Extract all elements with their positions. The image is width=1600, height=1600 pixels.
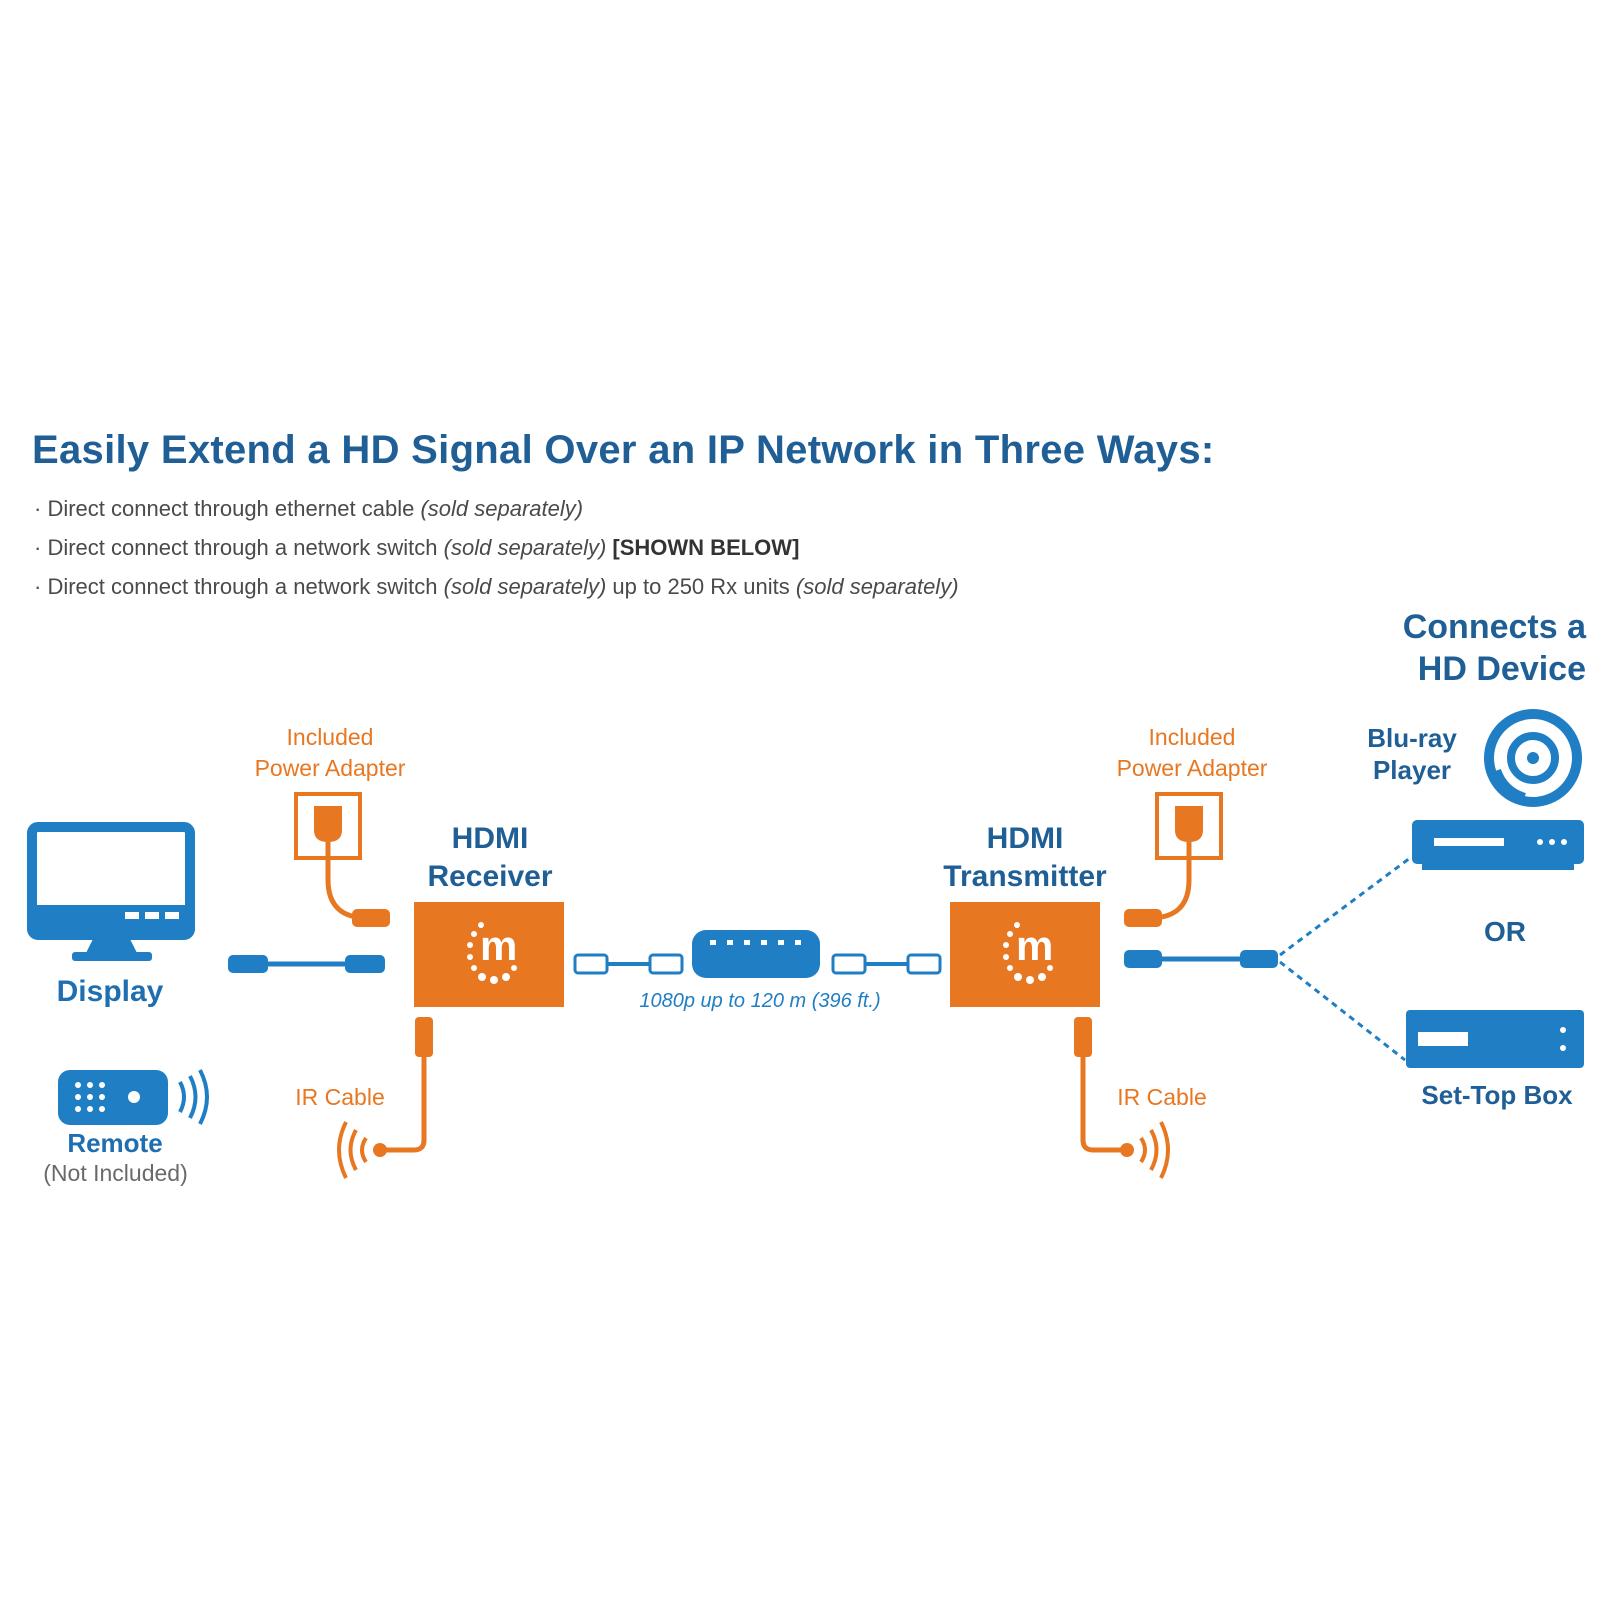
label-line: HDMI [986,822,1064,855]
ir-cable-label-left: IR Cable [295,1084,385,1110]
bullet-note: (sold separately) [420,496,584,521]
manhattan-logo-icon [467,922,517,984]
ethernet-cable-right [831,953,942,975]
distance-label: 1080p up to 120 m (396 ft.) [639,990,881,1012]
remote-label: Remote [67,1128,163,1158]
label-line: HDMI [451,822,529,855]
bluray-player-icon [1412,820,1584,870]
hdmi-receiver-device [414,902,564,1007]
display-icon [27,822,195,961]
transmitter-label: HDMI Transmitter [920,820,1130,896]
diagram-title: Easily Extend a HD Signal Over an IP Net… [32,428,1215,472]
logo-letter: m [1016,922,1054,969]
remote-not-included: (Not Included) [43,1160,188,1186]
hdmi-transmitter-device [950,902,1100,1007]
bullet-text: Direct connect through ethernet cable [47,496,415,521]
bullet-text: Direct connect through a network switch [47,535,438,560]
bullet-note-2: (sold separately) [795,574,959,599]
label-line: Power Adapter [254,755,406,781]
disc-icon [1484,709,1582,807]
ir-cable-label-right: IR Cable [1117,1084,1207,1110]
power-adapter-label-left: Included Power Adapter [230,722,430,784]
bullet-shown-below: [SHOWN BELOW] [612,535,800,560]
ethernet-cable-left [573,953,684,975]
bullet-note: (sold separately) [443,574,607,599]
label-line: Transmitter [943,860,1107,893]
connects-hd-device-label: Connects a HD Device [1368,606,1586,690]
label-line: Included [286,724,374,750]
label-line: HD Device [1417,650,1586,688]
bullet-text: Direct connect through a network switch [47,574,438,599]
display-label: Display [56,975,164,1008]
label-line: Power Adapter [1116,755,1268,781]
label-line: Receiver [427,860,553,893]
bullet-1: · Direct connect through ethernet cable … [34,496,584,521]
ir-cable-right [1074,1017,1134,1157]
label-line: Player [1372,755,1452,785]
network-switch-icon [692,930,820,978]
label-line: Blu-ray [1367,723,1457,753]
power-adapter-icon [294,792,390,927]
label-line: Connects a [1402,608,1586,646]
ir-cable-left [373,1017,433,1157]
ir-emitter-icon [337,1121,368,1179]
manhattan-logo-icon [1003,922,1053,984]
receiver-label: HDMI Receiver [400,820,580,896]
settop-label: Set-Top Box [1421,1080,1573,1110]
hdmi-cable-display [228,955,385,973]
or-label: OR [1484,916,1526,947]
logo-letter: m [480,922,518,969]
ir-emitter-icon [1139,1121,1170,1179]
bullet-2: · Direct connect through a network switc… [34,535,800,560]
settop-box-icon [1406,1010,1584,1068]
remote-icon [58,1069,209,1125]
bullet-extra: up to 250 Rx units [612,574,790,599]
hdmi-cable-source [1124,856,1411,1062]
bullet-note: (sold separately) [443,535,607,560]
label-line: Included [1148,724,1236,750]
bullet-3: · Direct connect through a network switc… [34,574,959,599]
power-adapter-icon [1124,792,1223,927]
bluray-label: Blu-ray Player [1352,722,1472,786]
power-adapter-label-right: Included Power Adapter [1092,722,1292,784]
